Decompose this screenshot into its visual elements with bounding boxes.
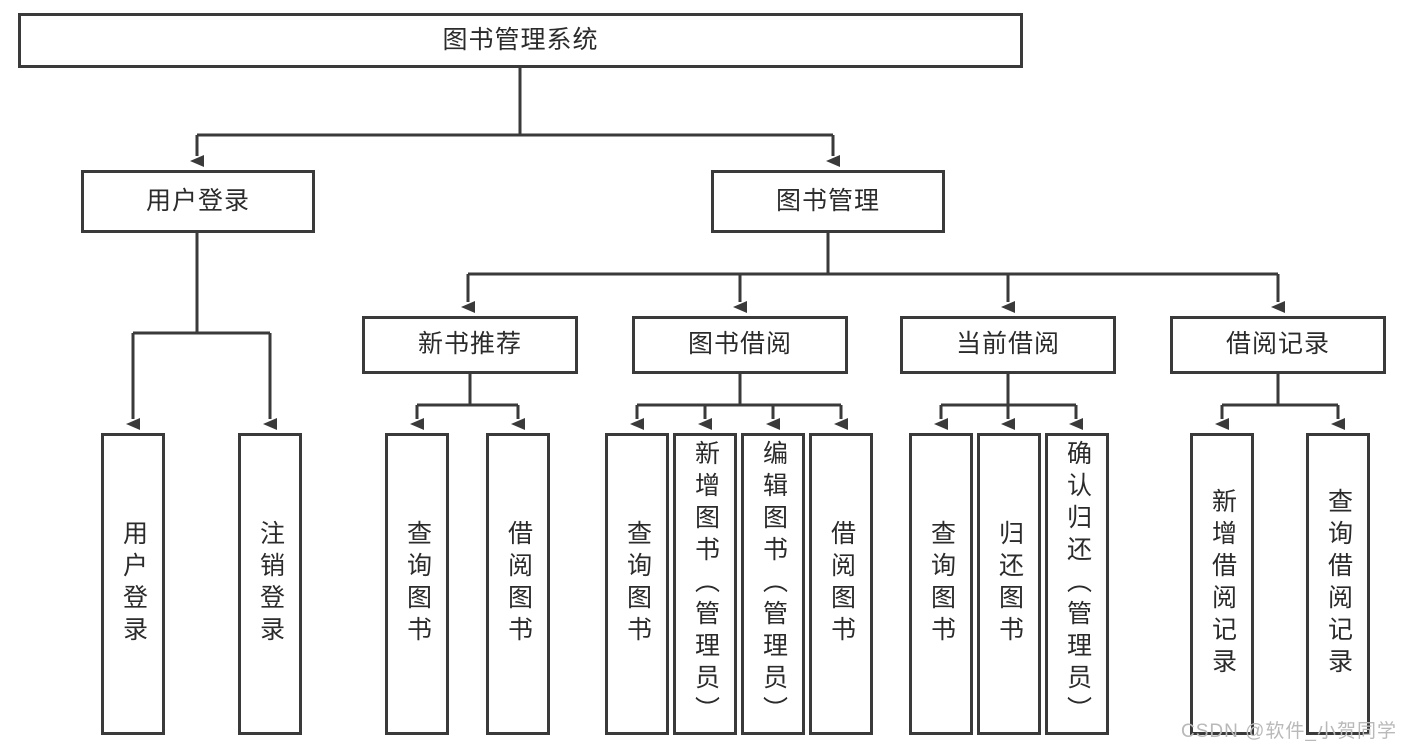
node-leaf-return-book[interactable]: 归还图书 [977,433,1041,735]
node-label: 新增图书（管理员） [691,440,720,728]
node-label: 查询图书 [927,520,956,648]
node-leaf-query-record[interactable]: 查询借阅记录 [1306,433,1370,735]
node-user-login[interactable]: 用户登录 [81,170,315,233]
node-label: 图书管理系统 [442,25,599,54]
node-label: 当前借阅 [955,330,1060,359]
node-leaf-confirm-return[interactable]: 确认归还（管理员） [1045,433,1109,735]
node-root-book-management-system[interactable]: 图书管理系统 [18,13,1023,68]
node-label: 图书管理 [775,186,880,215]
node-label: 用户登录 [145,186,250,215]
node-label: 注销登录 [256,520,285,648]
node-current-borrow[interactable]: 当前借阅 [900,316,1116,374]
node-leaf-query-book-1[interactable]: 查询图书 [385,433,449,735]
node-borrow-record[interactable]: 借阅记录 [1170,316,1386,374]
node-leaf-borrow-book-1[interactable]: 借阅图书 [486,433,550,735]
node-leaf-query-book-2[interactable]: 查询图书 [605,433,669,735]
node-label: 确认归还（管理员） [1063,440,1092,728]
node-label: 图书借阅 [687,330,792,359]
node-label: 借阅图书 [504,520,533,648]
node-label: 新书推荐 [417,330,522,359]
node-leaf-logout[interactable]: 注销登录 [238,433,302,735]
node-leaf-add-record[interactable]: 新增借阅记录 [1190,433,1254,735]
node-label: 查询借阅记录 [1324,488,1353,680]
node-label: 归还图书 [995,520,1024,648]
csdn-watermark: CSDN @软件_小贺同学 [1181,721,1397,742]
node-leaf-user-login[interactable]: 用户登录 [101,433,165,735]
node-leaf-edit-book[interactable]: 编辑图书（管理员） [741,433,805,735]
node-label: 借阅图书 [827,520,856,648]
node-leaf-add-book[interactable]: 新增图书（管理员） [673,433,737,735]
node-book-manage[interactable]: 图书管理 [711,170,945,233]
node-label: 新增借阅记录 [1208,488,1237,680]
node-new-book-recommend[interactable]: 新书推荐 [362,316,578,374]
node-label: 借阅记录 [1225,330,1330,359]
node-leaf-borrow-book-2[interactable]: 借阅图书 [809,433,873,735]
node-label: 查询图书 [623,520,652,648]
node-leaf-query-book-3[interactable]: 查询图书 [909,433,973,735]
node-label: 查询图书 [403,520,432,648]
node-book-borrow[interactable]: 图书借阅 [632,316,848,374]
node-label: 用户登录 [119,520,148,648]
node-label: 编辑图书（管理员） [759,440,788,728]
